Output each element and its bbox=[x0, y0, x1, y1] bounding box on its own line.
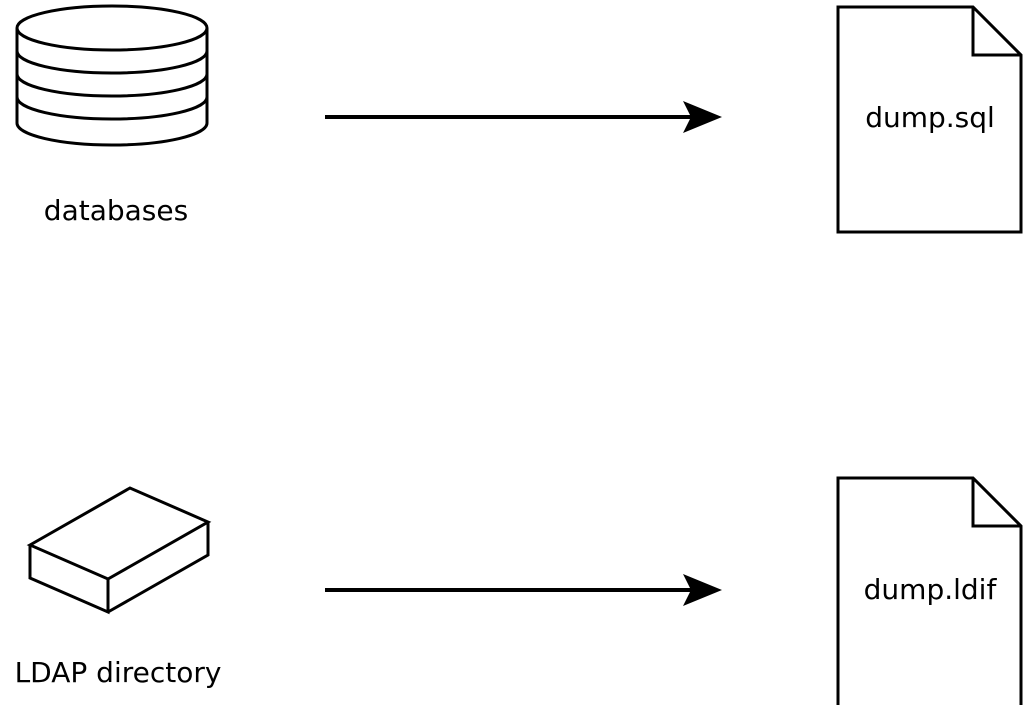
document-icon bbox=[836, 5, 1023, 234]
row-databases: databases dump.sql bbox=[15, 4, 1023, 234]
arrow-right-icon bbox=[325, 574, 722, 606]
arrow-head bbox=[683, 574, 722, 606]
document-folded-corner bbox=[971, 7, 1021, 57]
arrow-head bbox=[683, 101, 722, 133]
target-file-label-ldif: dump.ldif bbox=[864, 573, 998, 606]
row-ldap-directory: LDAP directory dump.ldif bbox=[15, 476, 1023, 705]
source-label-databases: databases bbox=[44, 194, 188, 227]
cylinder-disk-line-1 bbox=[15, 50, 209, 75]
box-side-edges bbox=[28, 522, 210, 615]
source-label-ldap: LDAP directory bbox=[15, 656, 222, 689]
database-cylinder-icon bbox=[15, 4, 209, 147]
arrow-right-icon bbox=[325, 101, 722, 133]
cylinder-top bbox=[15, 4, 209, 52]
cylinder-disk-line-3 bbox=[15, 96, 209, 121]
document-outline bbox=[836, 5, 1023, 234]
box-top-face bbox=[26, 486, 212, 581]
box-3d-icon bbox=[26, 486, 212, 615]
document-icon bbox=[836, 476, 1023, 705]
cylinder-disk-line-2 bbox=[15, 73, 209, 98]
document-outline bbox=[836, 476, 1023, 705]
document-folded-corner bbox=[971, 478, 1021, 528]
target-file-label-sql: dump.sql bbox=[865, 101, 995, 134]
